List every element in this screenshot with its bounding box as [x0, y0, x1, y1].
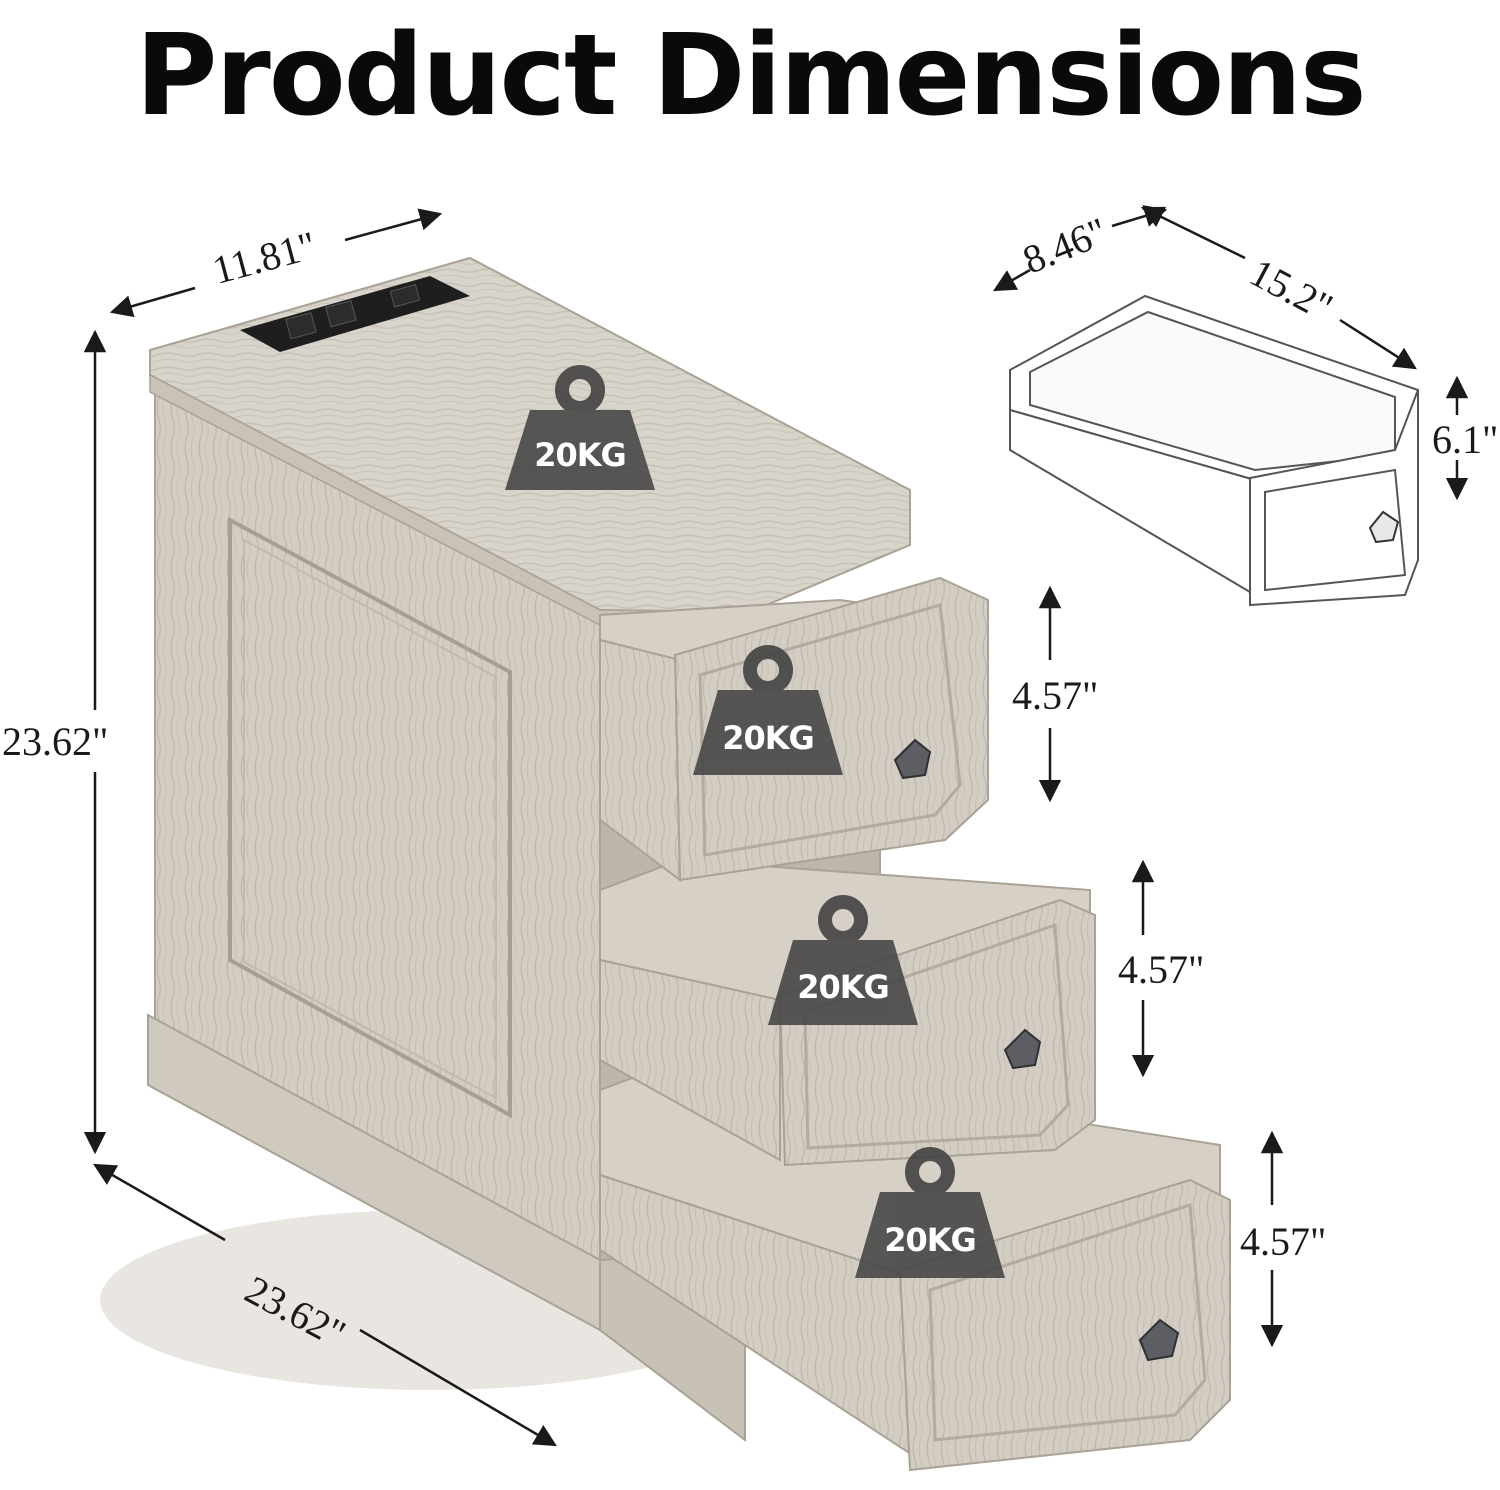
- arrow-top-width: [344, 208, 443, 242]
- usb-port-icon: [389, 284, 421, 308]
- arrow-drawer-width: [993, 268, 1031, 292]
- drawer-knob-icon: [1368, 510, 1400, 544]
- arrow-drawer-width: [1111, 205, 1168, 228]
- dimension-height: 23.62": [2, 719, 109, 764]
- weight-label-drawer-2: 20KG: [797, 968, 890, 1006]
- weight-label-top: 20KG: [534, 436, 627, 474]
- arrow-depth: [93, 1163, 226, 1242]
- drawer-knob-icon: [1003, 1028, 1042, 1070]
- drawer-2: [599, 858, 1096, 1167]
- weight-label-drawer-1: 20KG: [722, 719, 815, 757]
- dimension-drawer-3-height: 4.57": [1240, 1219, 1327, 1264]
- dimension-lines: [83, 205, 1469, 1447]
- weight-icon-drawer-1: [693, 645, 843, 775]
- arrow-top-width: [109, 286, 196, 318]
- weight-icon-top: [505, 365, 655, 490]
- page-title: Product Dimensions: [135, 11, 1366, 141]
- weight-label-drawer-3: 20KG: [884, 1221, 977, 1259]
- arrow-drawer-depth: [1339, 318, 1417, 370]
- weight-icon-drawer-2: [768, 895, 918, 1025]
- arrow-depth: [359, 1328, 557, 1447]
- drawer-knob-icon: [893, 738, 932, 780]
- outlet-socket-icon: [325, 300, 357, 328]
- weight-icon-drawer-3: [855, 1147, 1005, 1278]
- drawer-detail-outline: [1009, 294, 1419, 607]
- power-outlet-strip: [240, 276, 470, 352]
- drawer-knob-icon: [1138, 1318, 1180, 1362]
- arrow-drawer-depth: [1140, 206, 1246, 260]
- dimension-drawer-height: 6.1": [1432, 417, 1499, 462]
- dimension-drawer-1-height: 4.57": [1012, 673, 1099, 718]
- outlet-socket-icon: [285, 312, 317, 340]
- cabinet-side: [147, 376, 746, 1443]
- dimension-drawer-2-height: 4.57": [1118, 947, 1205, 992]
